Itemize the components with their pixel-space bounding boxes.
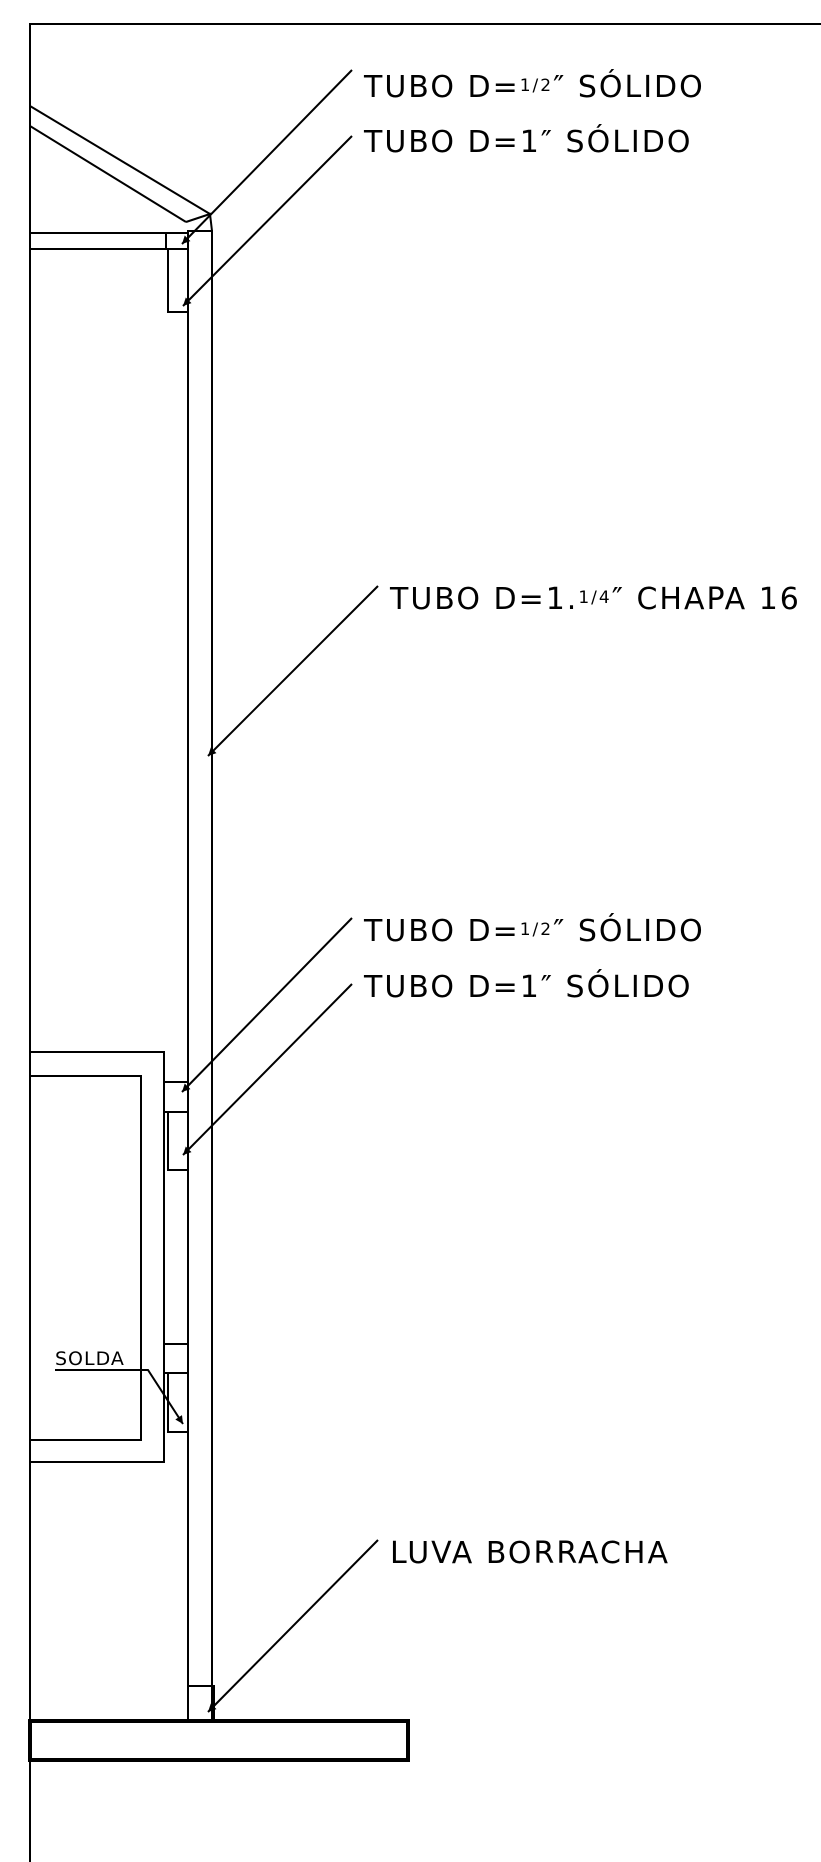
- label-top-one-tube: TUBO D=1″ SÓLIDO: [363, 123, 692, 160]
- leader-top-one: [182, 135, 353, 307]
- label-rubber-sleeve: LUVA BORRACHA: [390, 1536, 670, 1571]
- roof-tube-top-edge: [29, 105, 211, 215]
- leader-main-post: [207, 585, 379, 757]
- label-main-post-tube: TUBO D=1.1/4″ CHAPA 16: [389, 582, 801, 617]
- leaders: [55, 69, 379, 1713]
- leader-mid-one: [182, 983, 353, 1156]
- mid-flat-bar: [167, 1111, 189, 1171]
- lower-flat-bar: [167, 1372, 189, 1433]
- label-weld: SOLDA: [55, 1348, 125, 1370]
- label-mid-one-tube: TUBO D=1″ SÓLIDO: [363, 968, 692, 1005]
- leader-mid-half: [181, 917, 353, 1093]
- rubber-sleeve: [187, 1685, 215, 1722]
- lower-small-tab: [163, 1343, 189, 1374]
- main-post: [187, 230, 213, 1722]
- roof-tube-bottom-edge: [29, 125, 187, 223]
- leader-top-half: [181, 69, 353, 245]
- leader-rubber-sleeve: [207, 1539, 379, 1713]
- upper-flat-bar: [167, 248, 189, 313]
- mid-small-tab: [163, 1081, 189, 1113]
- leader-weld: [55, 1369, 184, 1425]
- label-mid-half-tube: TUBO D=1/2″ SÓLIDO: [363, 912, 705, 949]
- annotations: TUBO D=1/2″ SÓLIDO TUBO D=1″ SÓLIDO TUBO…: [55, 68, 801, 1571]
- base-slab: [28, 1719, 410, 1762]
- drawing-border: [29, 23, 821, 1862]
- frame-outer: [30, 1051, 165, 1463]
- frame-inner: [30, 1075, 142, 1441]
- structure: [28, 23, 821, 1862]
- label-top-half-tube: TUBO D=1/2″ SÓLIDO: [363, 68, 705, 105]
